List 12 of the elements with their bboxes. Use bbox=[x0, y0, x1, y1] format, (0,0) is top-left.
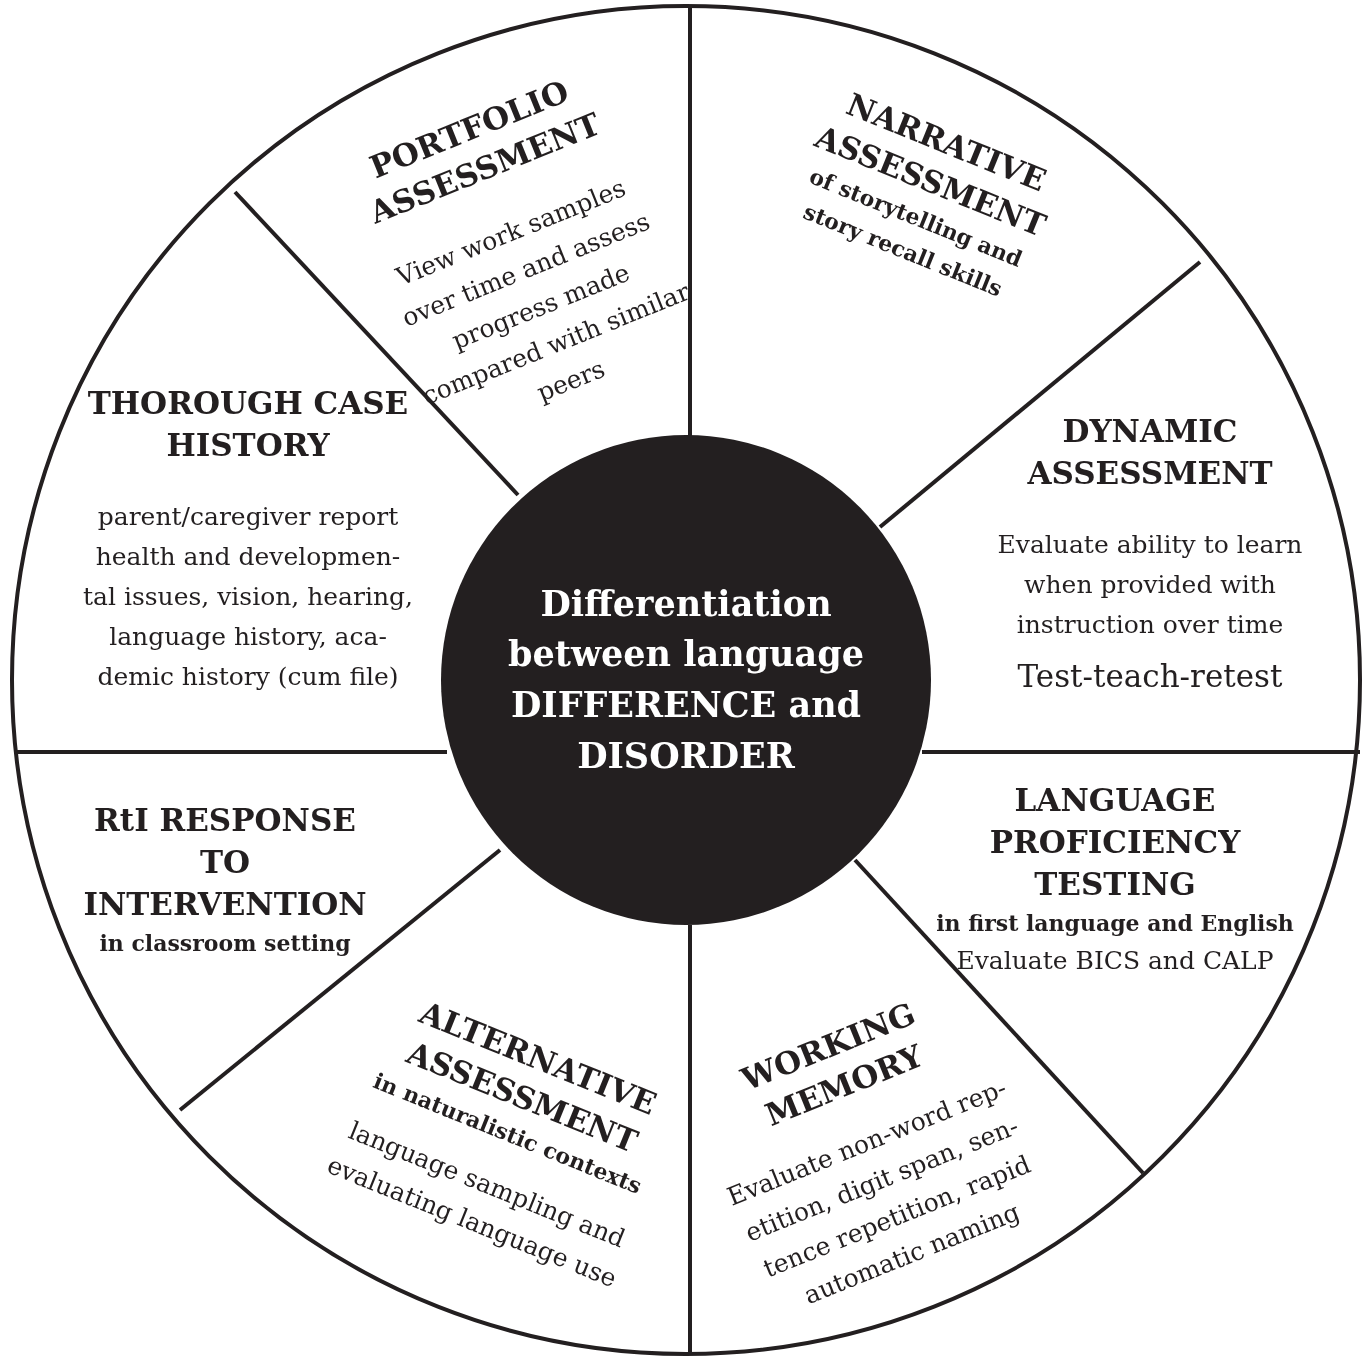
segment-heading: RtI RESPONSE TO INTERVENTION bbox=[82, 800, 368, 924]
segment-description: Evaluate ability to learn when provided with instruction over time bbox=[996, 528, 1304, 641]
segment-subheading: in first language and English bbox=[935, 908, 1295, 938]
segment-heading: LANGUAGE PROFICIENCY TESTING bbox=[988, 780, 1242, 904]
segment-description: parent/caregiver report health and developmen- tal issues, vision, hearing, language history, aca- demic history (cum file) bbox=[83, 500, 413, 693]
segment-subheading: in classroom setting bbox=[98, 928, 352, 958]
segment-description: Evaluate BICS and CALP bbox=[955, 944, 1275, 977]
wheel-circle bbox=[10, 4, 1362, 1356]
segment-heading: DYNAMIC ASSESSMENT bbox=[1026, 411, 1274, 493]
center-circle: Differentiation between language DIFFERENCE and DISORDER bbox=[441, 435, 931, 925]
segment-heading: THOROUGH CASE HISTORY bbox=[86, 384, 410, 465]
segment-description: Test-teach-retest bbox=[1016, 656, 1284, 696]
